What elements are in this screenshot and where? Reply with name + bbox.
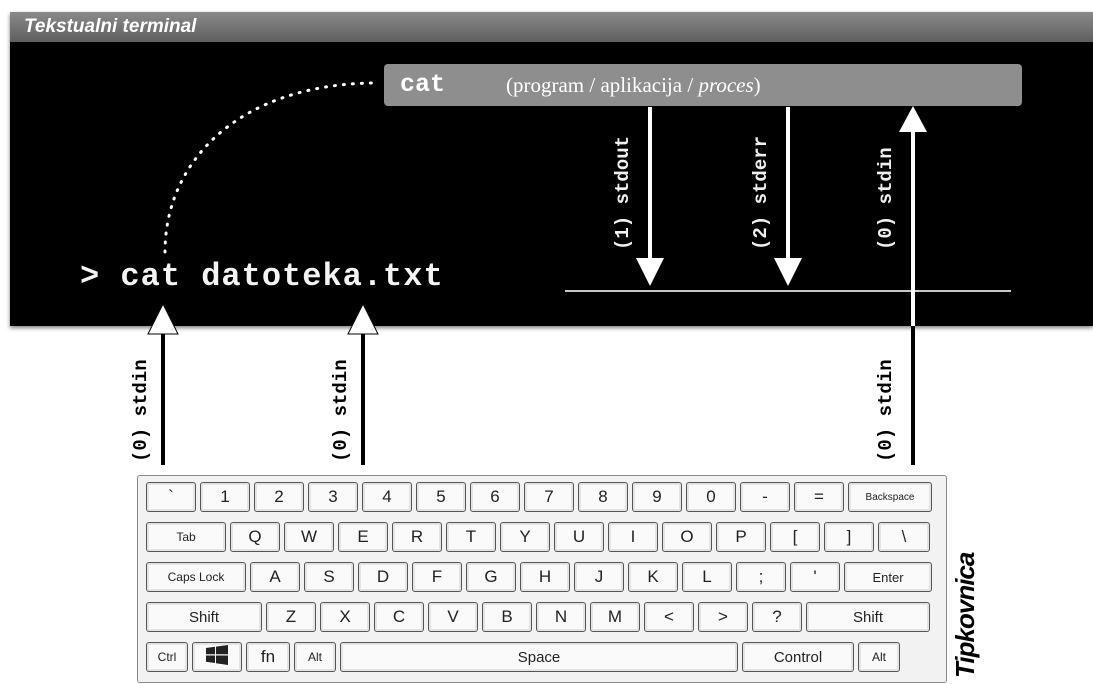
key-enter[interactable]: Enter: [844, 562, 932, 592]
key-q[interactable]: Q: [230, 522, 280, 552]
key-[interactable]: =: [794, 482, 844, 512]
key-ctrl[interactable]: Ctrl: [146, 642, 188, 672]
command-text: cat datoteka.txt: [120, 258, 444, 295]
key-x[interactable]: X: [320, 602, 370, 632]
key-[interactable]: ;: [736, 562, 786, 592]
key-a[interactable]: A: [250, 562, 300, 592]
key-3[interactable]: 3: [308, 482, 358, 512]
key-[interactable]: ]: [824, 522, 874, 552]
key-l[interactable]: L: [682, 562, 732, 592]
key-space[interactable]: Space: [340, 642, 738, 672]
key-8[interactable]: 8: [578, 482, 628, 512]
key-t[interactable]: T: [446, 522, 496, 552]
key-shift[interactable]: Shift: [146, 602, 262, 632]
process-description-plain: (program / aplikacija /: [506, 73, 699, 97]
process-command: cat: [400, 70, 446, 99]
prompt-symbol: >: [80, 258, 101, 295]
key-w[interactable]: W: [284, 522, 334, 552]
key-j[interactable]: J: [574, 562, 624, 592]
key-z[interactable]: Z: [266, 602, 316, 632]
key-f[interactable]: F: [412, 562, 462, 592]
key-d[interactable]: D: [358, 562, 408, 592]
key-[interactable]: `: [146, 482, 196, 512]
key-[interactable]: <: [644, 602, 694, 632]
stderr-arrow-head: [774, 258, 802, 286]
process-box: cat (program / aplikacija / proces): [384, 64, 1022, 106]
key-u[interactable]: U: [554, 522, 604, 552]
key-shift[interactable]: Shift: [806, 602, 930, 632]
cursor-line: [565, 290, 1011, 292]
key-5[interactable]: 5: [416, 482, 466, 512]
terminal-title-bar: Tekstualni terminal: [10, 12, 1093, 42]
process-description-close: ): [753, 73, 761, 97]
key-o[interactable]: O: [662, 522, 712, 552]
key-[interactable]: ': [790, 562, 840, 592]
process-description: (program / aplikacija / proces): [506, 73, 761, 98]
stdout-label: (1) stdout: [612, 135, 634, 250]
stdin-left1-head: [147, 302, 179, 335]
dotted-arc: [163, 81, 374, 254]
key-v[interactable]: V: [428, 602, 478, 632]
stdin-left2-head: [347, 302, 379, 335]
key-[interactable]: -: [740, 482, 790, 512]
key-[interactable]: >: [698, 602, 748, 632]
stdout-arrow-head: [636, 258, 664, 286]
key-m[interactable]: M: [590, 602, 640, 632]
key-control[interactable]: Control: [742, 642, 854, 672]
key-n[interactable]: N: [536, 602, 586, 632]
command-prompt: > cat datoteka.txt: [80, 258, 444, 295]
stdin-right-head: [899, 106, 927, 132]
key-4[interactable]: 4: [362, 482, 412, 512]
key-alt[interactable]: Alt: [294, 642, 336, 672]
key-alt[interactable]: Alt: [858, 642, 900, 672]
key-[interactable]: \: [878, 522, 930, 552]
key-9[interactable]: 9: [632, 482, 682, 512]
key-[interactable]: [: [770, 522, 820, 552]
windows-icon: [206, 644, 228, 670]
key-0[interactable]: 0: [686, 482, 736, 512]
key-2[interactable]: 2: [254, 482, 304, 512]
key-h[interactable]: H: [520, 562, 570, 592]
key-backspace[interactable]: Backspace: [848, 482, 932, 512]
key-windows[interactable]: [192, 642, 242, 672]
key-s[interactable]: S: [304, 562, 354, 592]
key-k[interactable]: K: [628, 562, 678, 592]
key-r[interactable]: R: [392, 522, 442, 552]
keyboard-label: Tipkovnica: [950, 552, 980, 678]
key-1[interactable]: 1: [200, 482, 250, 512]
key-6[interactable]: 6: [470, 482, 520, 512]
stdin-left1-label: (0) stdin: [130, 359, 152, 462]
key-tab[interactable]: Tab: [146, 522, 226, 552]
key-y[interactable]: Y: [500, 522, 550, 552]
key-c[interactable]: C: [374, 602, 424, 632]
key-fn[interactable]: fn: [246, 642, 290, 672]
stderr-label: (2) stderr: [750, 135, 772, 250]
stdin-right-label: (0) stdin: [875, 359, 897, 462]
stdin-terminal-label: (0) stdin: [875, 147, 897, 250]
key-7[interactable]: 7: [524, 482, 574, 512]
key-g[interactable]: G: [466, 562, 516, 592]
process-description-italic: proces: [698, 73, 754, 97]
key-[interactable]: ?: [752, 602, 802, 632]
key-i[interactable]: I: [608, 522, 658, 552]
stdin-left2-label: (0) stdin: [330, 359, 352, 462]
key-b[interactable]: B: [482, 602, 532, 632]
key-caps-lock[interactable]: Caps Lock: [146, 562, 246, 592]
terminal-title: Tekstualni terminal: [24, 16, 197, 37]
key-e[interactable]: E: [338, 522, 388, 552]
key-p[interactable]: P: [716, 522, 766, 552]
